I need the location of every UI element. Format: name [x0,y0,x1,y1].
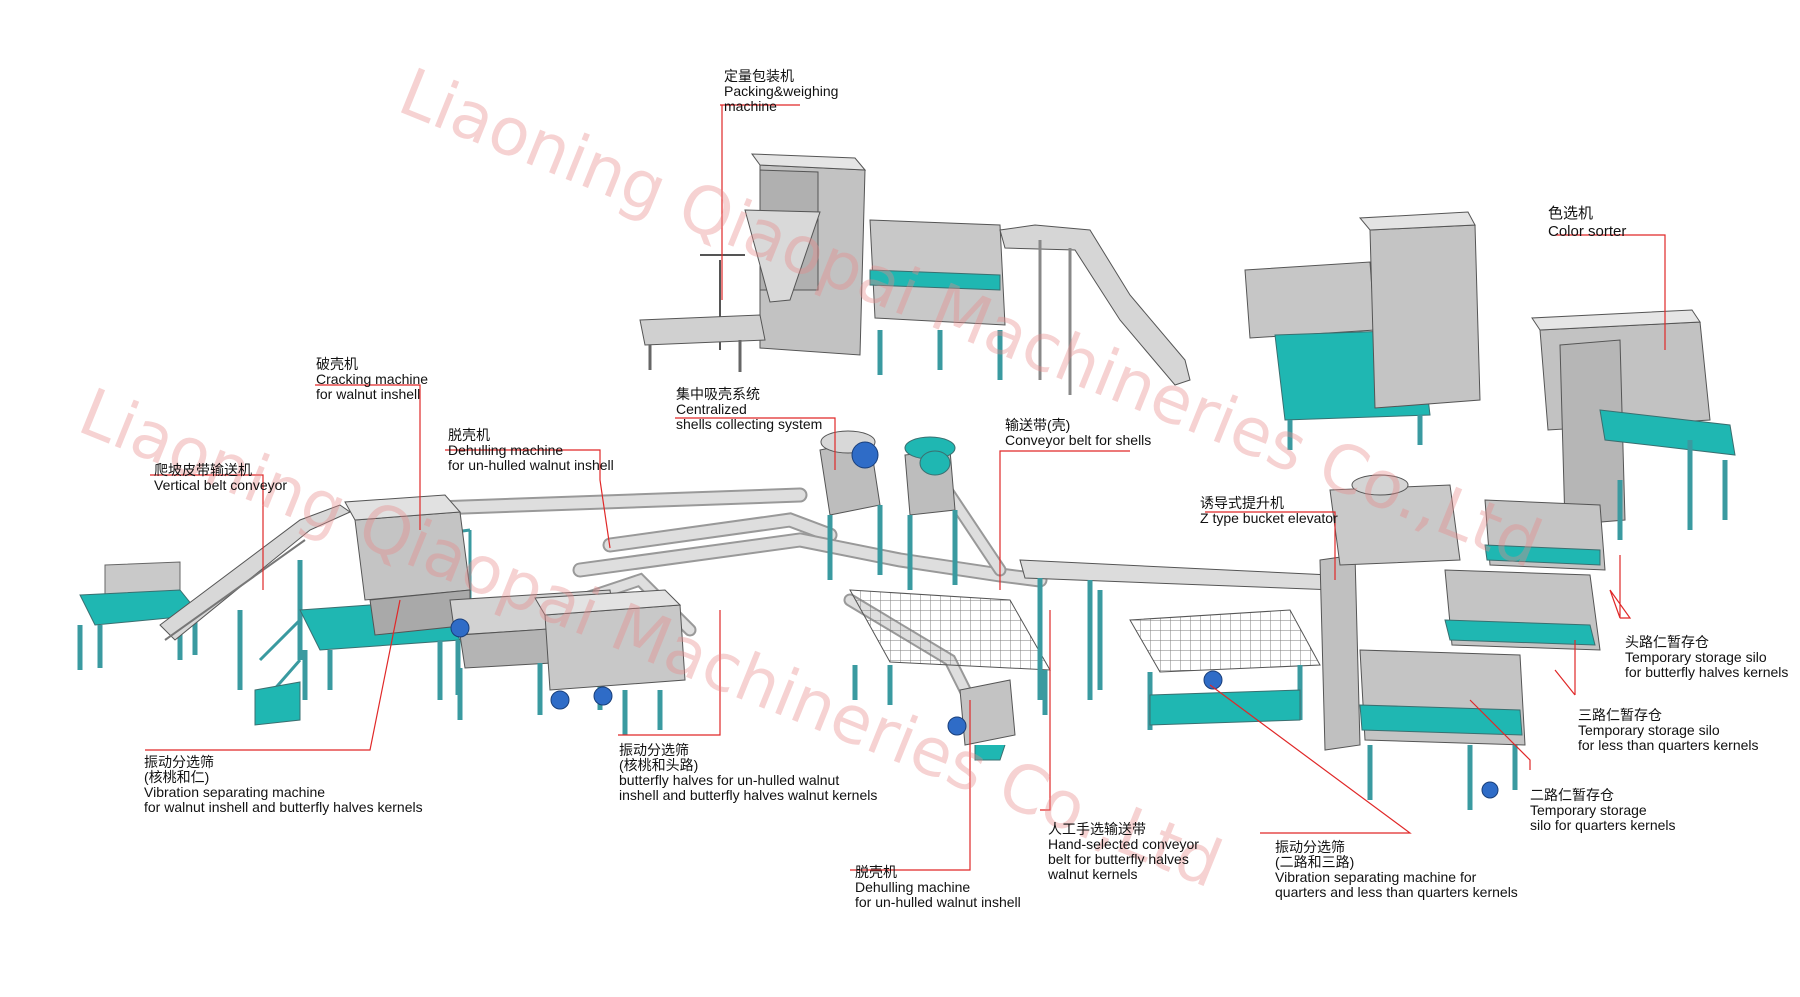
label-cn: 头路仁暂存仓 [1625,634,1709,650]
label-en: Hand-selected conveyor [1048,836,1199,852]
feed-hopper [77,561,201,670]
label-silo-quarters: 二路仁暂存仓 Temporary storage silo for quarte… [1530,788,1676,833]
label-en: silo for quarters kernels [1530,817,1676,833]
label-cn: (核桃和仁) [144,769,210,785]
packing-weighing-machine [639,153,867,372]
label-cn: 振动分选筛 [1275,839,1345,855]
label-en: walnut kernels [1048,866,1138,882]
label-en: machine [724,98,777,114]
leader-lines [145,104,1666,871]
label-en: Vibration separating machine [144,784,326,800]
label-cn: 定量包装机 [724,68,794,84]
label-en: Temporary storage [1530,802,1647,818]
label-z-elevator: 诱导式提升机 Z type bucket elevator [1200,496,1338,526]
label-cn: 振动分选筛 [144,754,214,770]
label-cn: 爬坡皮带输送机 [154,462,252,478]
label-cn: 集中吸壳系统 [676,386,760,402]
label-silo-butterfly: 头路仁暂存仓 Temporary storage silo for butter… [1625,635,1788,680]
label-en: Cracking machine [316,371,429,387]
label-cn: (核桃和头路) [619,757,699,773]
label-cn: 脱壳机 [855,864,897,880]
label-en: shells collecting system [676,416,823,432]
label-en: Temporary storage silo [1625,649,1767,665]
label-en: quarters and less than quarters kernels [1275,884,1518,900]
label-cn: 振动分选筛 [619,742,689,758]
silo-less-than-quarters [1444,569,1601,651]
label-dehulling-top: 脱壳机 Dehulling machine for un-hulled waln… [448,428,614,473]
packing-bin [869,219,1006,380]
z-bucket-elevator [1319,474,1461,751]
label-vibration-mid: 振动分选筛 (核桃和头路) butterfly halves for un-hu… [619,743,877,803]
label-en: belt for butterfly halves [1048,851,1189,867]
label-color-sorter: 色选机 Color sorter [1548,205,1626,241]
label-en: Temporary storage silo [1578,722,1720,738]
label-cn: 色选机 [1548,205,1594,222]
label-silo-less-quarters: 三路仁暂存仓 Temporary storage silo for less t… [1578,708,1759,753]
dehulling-machine-top [534,589,686,735]
label-cn: 诱导式提升机 [1200,495,1284,511]
label-cn: 脱壳机 [448,427,490,443]
label-en: Dehulling machine [855,879,971,895]
top-inclined-conveyor [999,224,1191,395]
label-conveyor-shells: 输送带(壳) Conveyor belt for shells [1005,418,1151,448]
label-vibration-left: 振动分选筛 (核桃和仁) Vibration separating machin… [144,755,423,815]
label-en: inshell and butterfly halves walnut kern… [619,787,878,803]
silo-quarters [1359,649,1526,810]
label-en: for walnut inshell [316,386,421,402]
label-hand-selected: 人工手选输送带 Hand-selected conveyor belt for … [1048,822,1199,882]
label-en: for un-hulled walnut inshell [855,894,1021,910]
label-en: Color sorter [1548,223,1627,240]
label-en: Z type bucket elevator [1200,510,1338,526]
label-shells-collecting: 集中吸壳系统 Centralized shells collecting sys… [676,387,822,432]
label-en: Conveyor belt for shells [1005,432,1152,448]
label-cn: (二路和三路) [1275,854,1355,870]
vibration-screen-right [1129,609,1499,799]
label-en: butterfly halves for un-hulled walnut [619,772,840,788]
label-en: Packing&weighing [724,83,839,99]
label-cn: 三路仁暂存仓 [1578,707,1662,723]
label-vibration-right: 振动分选筛 (二路和三路) Vibration separating machi… [1275,840,1518,900]
label-en: for butterfly halves kernels [1625,664,1789,680]
right-elevator-silos [1531,309,1736,540]
label-cn: 破壳机 [316,356,358,372]
label-dehulling-bottom: 脱壳机 Dehulling machine for un-hulled waln… [855,865,1021,910]
silo-butterfly-halves [1484,499,1606,571]
label-en: for walnut inshell and butterfly halves … [144,799,423,815]
label-cn: 输送带(壳) [1005,417,1071,433]
central-grid-platform [849,589,1051,761]
label-cracking-machine: 破壳机 Cracking machine for walnut inshell [316,357,428,402]
label-en: Vertical belt conveyor [154,477,288,493]
label-packing-machine: 定量包装机 Packing&weighing machine [724,69,838,114]
label-cn: 人工手选输送带 [1048,821,1146,837]
label-vertical-belt: 爬坡皮带输送机 Vertical belt conveyor [154,463,287,493]
label-en: Dehulling machine [448,442,564,458]
label-en: Vibration separating machine for [1275,869,1477,885]
cracking-machine-body [344,494,471,636]
label-en: Centralized [676,401,747,417]
label-en: for less than quarters kernels [1578,737,1759,753]
label-cn: 二路仁暂存仓 [1530,787,1614,803]
label-en: for un-hulled walnut inshell [448,457,614,473]
color-sorter-unit [1244,211,1481,450]
